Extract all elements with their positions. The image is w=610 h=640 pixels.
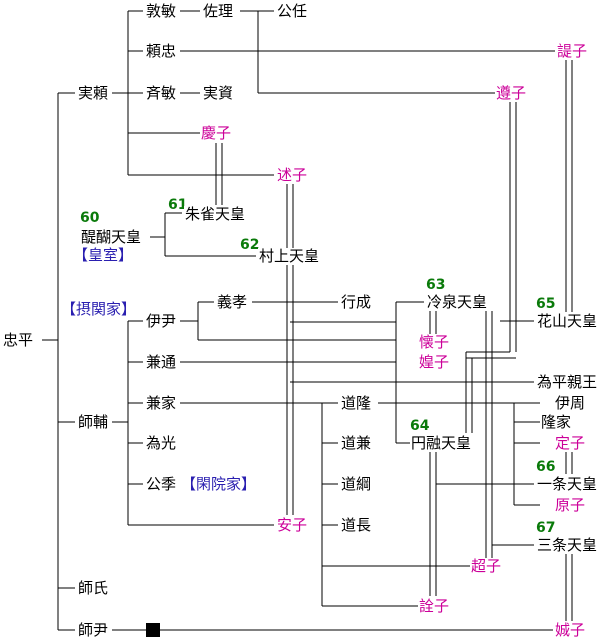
person-kazan: 花山天皇 [536,312,599,330]
person-morosuke: 師輔 [77,413,110,431]
person-junshi: 遵子 [495,84,528,102]
person-sanjo: 三条天皇 [536,536,599,554]
person-takaie: 隆家 [540,413,573,431]
reign-number-suzaku: 61 [168,197,188,213]
person-michitaka: 道隆 [340,394,373,412]
person-michinaga: 道長 [340,516,373,534]
person-nobuko: 諟子 [556,42,589,60]
person-koretada: 伊尹 [145,312,178,330]
person-jutsushi: 述子 [276,166,309,184]
person-kanemichi: 兼通 [145,353,178,371]
person-anshi: 安子 [276,516,309,534]
person-morotada: 師尹 [77,621,110,639]
person-tamemitsu: 為光 [145,434,178,452]
person-kaneie: 兼家 [145,394,178,412]
reign-number-enyu: 64 [410,418,430,434]
reign-number-murakami: 62 [240,237,260,253]
person-tamehira: 為平親王 [536,373,599,391]
family-label-sekkan: 【摂関家】 [60,300,138,318]
person-michitsuna: 道綱 [340,475,373,493]
person-ichijo: 一条天皇 [536,475,599,493]
person-kaishi: 懐子 [418,333,451,351]
reign-number-daigo: 60 [80,210,100,226]
person-reizei: 冷泉天皇 [426,293,489,311]
person-moromasa: 師氏 [77,579,110,597]
person-senshi: 詮子 [418,597,451,615]
person-genshi: 原子 [554,496,587,514]
person-kinto: 公任 [276,2,309,20]
person-murakami: 村上天皇 [258,247,321,265]
person-koshi: 媓子 [418,353,451,371]
person-teishi: 定子 [554,434,587,452]
person-yoshitaka: 義孝 [216,293,249,311]
family-label-imperial: 【皇室】 [72,246,135,264]
person-atsutoshi: 敦敏 [145,2,178,20]
person-sanesuke: 実資 [202,84,235,102]
unnamed-child-marker [146,623,160,637]
person-saneyori: 実頼 [77,84,110,102]
person-enyu: 円融天皇 [410,434,473,452]
person-daigo: 醍醐天皇 [80,228,143,246]
reign-number-ichijo: 66 [536,459,556,475]
person-suzaku: 朱雀天皇 [184,205,247,223]
person-kinsue: 公季 [145,475,178,493]
person-korechika: 伊周 [554,394,587,412]
person-keishi: 慶子 [200,124,233,142]
person-choshi: 超子 [470,557,503,575]
family-label-kanin: 【閑院家】 [180,475,258,493]
reign-number-reizei: 63 [426,277,446,293]
person-michikane: 道兼 [340,434,373,452]
person-yukinari: 行成 [340,293,373,311]
person-yoritada: 頼忠 [145,42,178,60]
person-sukemasa: 佐理 [202,2,235,20]
person-tadahira: 忠平 [2,331,35,349]
reign-number-sanjo: 67 [536,520,556,536]
person-seishi: 娍子 [554,621,587,639]
reign-number-kazan: 65 [536,296,556,312]
person-tadatoshi: 斉敏 [145,84,178,102]
